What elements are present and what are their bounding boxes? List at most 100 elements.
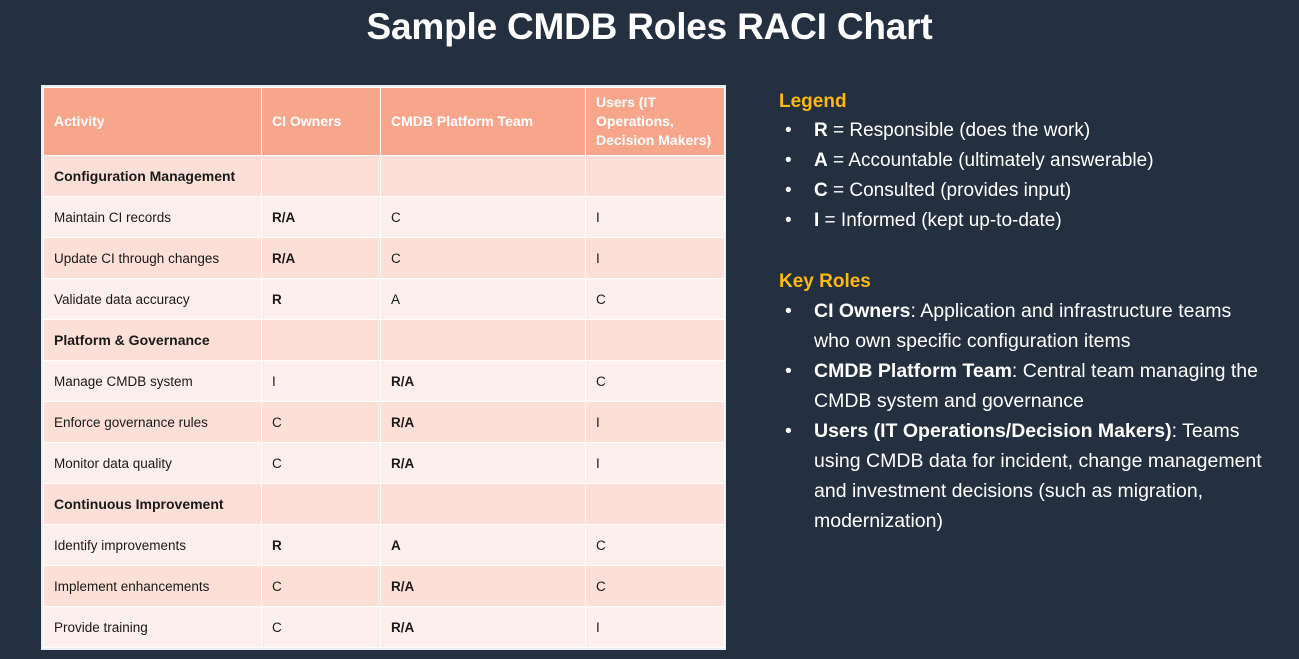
- legend-heading: Legend: [779, 91, 847, 112]
- legend-item-text: = Consulted (provides input): [827, 180, 1072, 201]
- cell-platform_team: [380, 155, 586, 197]
- cell-activity: Implement enhancements: [43, 565, 262, 607]
- column-header-platform-team: CMDB Platform Team: [380, 87, 586, 156]
- cell-platform_team: A: [380, 278, 586, 320]
- cell-ci_owners: C: [261, 565, 381, 607]
- cell-platform_team: R/A: [380, 565, 586, 607]
- key-role-item: • Users (IT Operations/Decision Makers): …: [779, 416, 1264, 536]
- key-roles-heading: Key Roles: [779, 271, 871, 292]
- cell-users: [585, 155, 725, 197]
- cell-platform_team: R/A: [380, 360, 586, 402]
- table-header: Activity CI Owners CMDB Platform Team Us…: [43, 87, 725, 156]
- bullet-icon: •: [785, 180, 792, 201]
- cell-users: I: [585, 196, 725, 238]
- bullet-icon: •: [785, 300, 792, 322]
- cell-platform_team: R/A: [380, 401, 586, 443]
- cell-activity: Enforce governance rules: [43, 401, 262, 443]
- legend-list: • R = Responsible (does the work) • A = Acc…: [779, 116, 1279, 236]
- key-role-name: CI Owners: [814, 300, 911, 322]
- raci-table: Activity CI Owners CMDB Platform Team Us…: [43, 87, 725, 648]
- key-role-name: Users (IT Operations/Decision Makers): [814, 420, 1172, 442]
- legend-item: • A = Accountable (ultimately answerable): [779, 146, 1279, 176]
- cell-activity: Update CI through changes: [43, 237, 262, 279]
- cell-ci_owners: [261, 319, 381, 361]
- cell-users: C: [585, 524, 725, 566]
- cell-activity: Platform & Governance: [43, 319, 262, 361]
- cell-ci_owners: C: [261, 442, 381, 484]
- legend-item-text: = Informed (kept up-to-date): [819, 210, 1062, 231]
- cell-users: [585, 483, 725, 525]
- key-role-name: CMDB Platform Team: [814, 360, 1012, 382]
- cell-ci_owners: I: [261, 360, 381, 402]
- legend-panel: Legend •R = Responsible (does the work)•…: [779, 90, 1279, 236]
- legend-item-key: R: [814, 120, 828, 141]
- key-roles-list: • CI Owners: Application and infrastructu…: [779, 296, 1264, 536]
- cell-activity: Identify improvements: [43, 524, 262, 566]
- legend-item: • R = Responsible (does the work): [779, 116, 1279, 146]
- legend-item-key: C: [814, 180, 828, 201]
- bullet-icon: •: [785, 210, 792, 231]
- cell-ci_owners: R: [261, 278, 381, 320]
- cell-platform_team: R/A: [380, 606, 586, 648]
- key-role-item: • CI Owners: Application and infrastructu…: [779, 296, 1264, 356]
- cell-platform_team: A: [380, 524, 586, 566]
- cell-activity: Validate data accuracy: [43, 278, 262, 320]
- legend-item: • C = Consulted (provides input): [779, 176, 1279, 206]
- cell-activity: Provide training: [43, 606, 262, 648]
- cell-users: I: [585, 401, 725, 443]
- key-role-description: : Application and infrastructure teams w…: [814, 300, 1232, 352]
- key-role-description: : Teams using CMDB data for incident, ch…: [814, 420, 1262, 532]
- cell-users: C: [585, 360, 725, 402]
- bullet-icon: •: [785, 360, 792, 382]
- column-header-ci-owners: CI Owners: [261, 87, 381, 156]
- key-role-description: : Central team managing the CMDB system …: [814, 360, 1258, 412]
- column-header-activity: Activity: [43, 87, 262, 156]
- cell-ci_owners: R: [261, 524, 381, 566]
- table-section-row: Platform & Governance: [43, 319, 725, 361]
- cell-platform_team: C: [380, 237, 586, 279]
- cell-activity: Maintain CI records: [43, 196, 262, 238]
- cell-users: C: [585, 565, 725, 607]
- legend-item-text: = Responsible (does the work): [827, 120, 1091, 141]
- cell-activity: Continuous Improvement: [43, 483, 262, 525]
- cell-users: I: [585, 237, 725, 279]
- cell-users: I: [585, 606, 725, 648]
- legend-item-key: I: [814, 210, 820, 231]
- key-roles-panel: Key Roles • CI Owners: Application and in…: [779, 270, 1264, 536]
- cell-ci_owners: C: [261, 606, 381, 648]
- cell-platform_team: [380, 483, 586, 525]
- cell-users: [585, 319, 725, 361]
- cell-users: C: [585, 278, 725, 320]
- cell-platform_team: R/A: [380, 442, 586, 484]
- legend-item: • I = Informed (kept up-to-date): [779, 206, 1279, 236]
- column-header-users: Users (IT Operations, Decision Makers): [585, 87, 725, 156]
- cell-platform_team: [380, 319, 586, 361]
- table-section-row: Configuration Management: [43, 155, 725, 197]
- page-title: Sample CMDB Roles RACI Chart: [366, 6, 933, 47]
- key-role-item: • CMDB Platform Team: Central team managi…: [779, 356, 1264, 416]
- cell-users: I: [585, 442, 725, 484]
- legend-item-text: = Accountable (ultimately answerable): [827, 150, 1154, 171]
- cell-ci_owners: C: [261, 401, 381, 443]
- legend-item-key: A: [814, 150, 828, 171]
- bullet-icon: •: [785, 150, 792, 171]
- table-section-row: Continuous Improvement: [43, 483, 725, 525]
- cell-ci_owners: R/A: [261, 196, 381, 238]
- table-header-row: Activity CI Owners CMDB Platform Team Us…: [43, 87, 725, 156]
- bullet-icon: •: [785, 420, 792, 442]
- cell-activity: Monitor data quality: [43, 442, 262, 484]
- bullet-icon: •: [785, 120, 792, 141]
- cell-ci_owners: [261, 483, 381, 525]
- cell-activity: Configuration Management: [43, 155, 262, 197]
- cell-ci_owners: R/A: [261, 237, 381, 279]
